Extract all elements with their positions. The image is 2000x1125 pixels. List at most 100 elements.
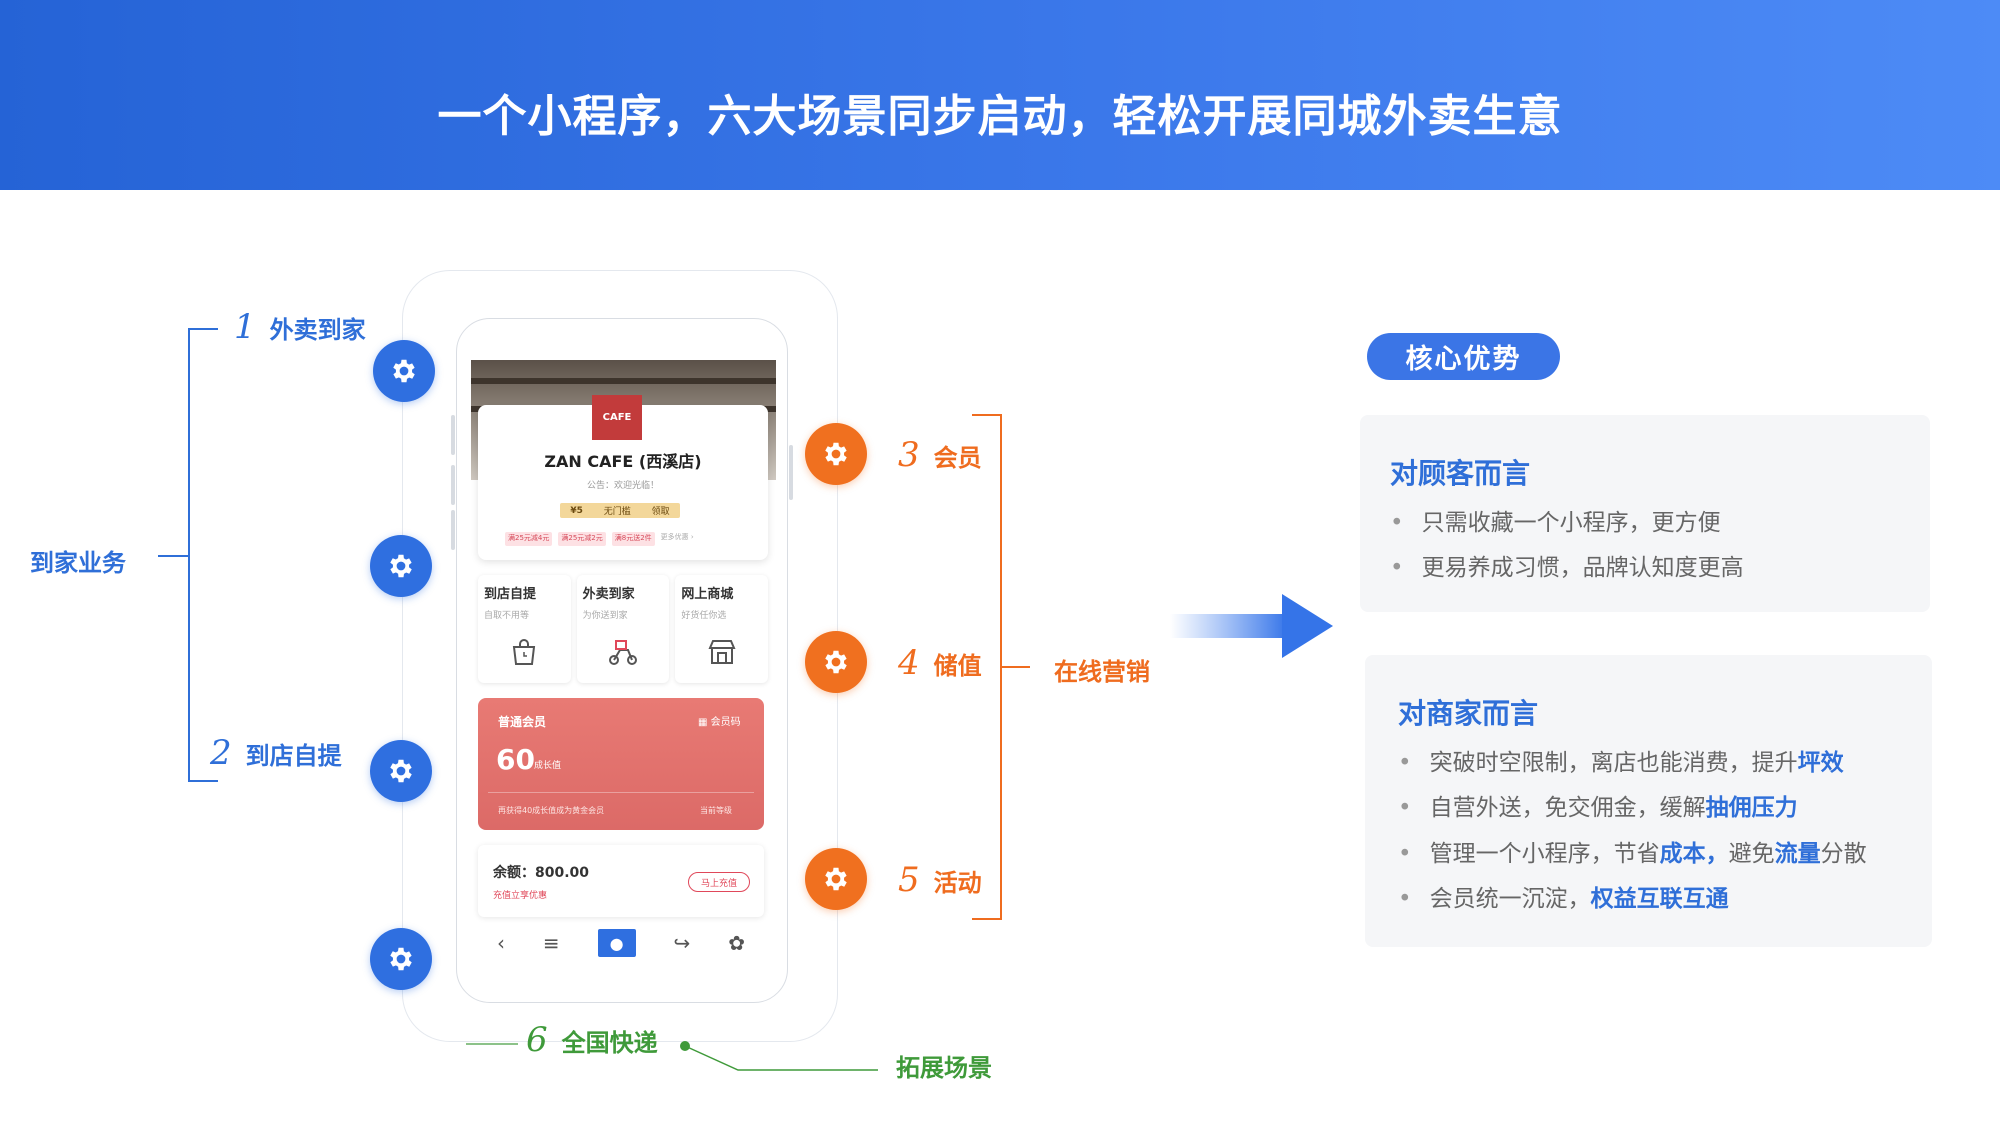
scenario-3-label: 会员 xyxy=(933,444,982,472)
service-subtitle: 好货任你选 xyxy=(681,611,727,621)
browser-bottom-bar: ‹ ≡ ● ↪ ✿ xyxy=(478,928,764,958)
merchant-benefit: •自营外送，免交佣金，缓解抽佣压力 xyxy=(1398,795,1798,821)
customer-title: 对顾客而言 xyxy=(1390,457,1531,490)
benefit-text: 更易养成习惯，品牌认知度更高 xyxy=(1421,555,1744,581)
green-connector xyxy=(680,1041,878,1071)
benefit-text: 会员统一沉淀， xyxy=(1429,886,1591,912)
member-divider xyxy=(488,792,754,793)
menu-icon[interactable]: ≡ xyxy=(542,931,560,955)
phone-side-button xyxy=(451,415,455,455)
core-advantages-badge: 核心优势 xyxy=(1367,333,1560,380)
group-label-home: 到家业务 xyxy=(30,549,126,577)
store-notice: 公告：欢迎光临！ xyxy=(586,481,659,491)
member-upgrade-hint: 再获得40成长值成为黄金会员 xyxy=(498,806,605,815)
merchant-benefit: •突破时空限制，离店也能消费，提升坪效 xyxy=(1398,750,1844,776)
member-card[interactable] xyxy=(478,698,764,830)
page-title: 一个小程序，六大场景同步启动，轻松开展同城外卖生意 xyxy=(437,91,1563,142)
service-delivery[interactable]: 外卖到家 为你送到家 xyxy=(576,575,670,683)
coupon-strip[interactable]: ¥5 无门槛 领取 xyxy=(560,503,680,518)
benefit-text: 管理一个小程序，节省 xyxy=(1429,841,1660,867)
balance-amount: 余额：800.00 xyxy=(493,865,590,881)
scenario-4: 4 储值 xyxy=(898,643,982,683)
scenario-3: 3 会员 xyxy=(898,435,982,475)
scenario-6: 6 全国快递 xyxy=(526,1020,658,1060)
service-pickup[interactable]: 到店自提 自取不用等 xyxy=(478,575,571,683)
customer-benefit: •只需收藏一个小程序，更方便 xyxy=(1390,510,1721,536)
benefit-highlight: 权益互联互通 xyxy=(1590,886,1729,912)
scenario-2-label: 到店自提 xyxy=(245,742,342,770)
service-mall[interactable]: 网上商城 好货任你选 xyxy=(675,575,769,683)
microphone-icon[interactable]: ● xyxy=(597,929,636,957)
promo-tags: 满25元减4元 满25元减2元 满8元送2件 更多优惠 › xyxy=(505,532,745,546)
scenario-6-number: 6 xyxy=(526,1020,548,1060)
member-current-level: 当前等级 xyxy=(700,806,732,815)
merchant-benefit: •会员统一沉淀，权益互联互通 xyxy=(1398,886,1729,912)
coupon-condition: 无门槛 xyxy=(603,507,631,517)
right-bracket-top xyxy=(972,414,1002,416)
gear-icon xyxy=(370,535,432,597)
merchant-panel xyxy=(1365,655,1932,947)
arrow-right-icon xyxy=(1170,594,1333,658)
recharge-button[interactable]: 马上充值 xyxy=(688,872,750,892)
cafe-logo: CAFE xyxy=(592,395,642,440)
scenario-4-number: 4 xyxy=(898,643,920,683)
member-code-link[interactable]: ▦ 会员码 xyxy=(698,713,741,728)
storefront-icon xyxy=(707,638,737,673)
paw-icon[interactable]: ✿ xyxy=(728,931,746,955)
member-code-label: 会员码 xyxy=(710,717,741,728)
gear-icon xyxy=(805,423,867,485)
benefit-text: 突破时空限制，离店也能消费，提升 xyxy=(1429,750,1798,776)
coupon-amount: ¥5 xyxy=(570,505,583,516)
benefit-highlight: 流量 xyxy=(1774,841,1821,867)
scenario-6-label: 全国快递 xyxy=(561,1029,658,1057)
left-bracket-stub xyxy=(158,555,188,557)
phone-side-button xyxy=(451,465,455,505)
qr-code-icon: ▦ xyxy=(698,717,711,728)
benefit-highlight: 成本， xyxy=(1659,841,1729,867)
scenario-3-number: 3 xyxy=(898,435,920,475)
service-title: 网上商城 xyxy=(681,587,734,602)
promo-tag: 满25元减4元 xyxy=(505,532,553,546)
customer-panel xyxy=(1360,415,1930,612)
gear-icon xyxy=(373,340,435,402)
more-promos-link[interactable]: 更多优惠 › xyxy=(660,533,694,541)
growth-unit: 成长值 xyxy=(534,761,562,771)
group-label-expansion: 拓展场景 xyxy=(896,1054,992,1082)
green-connector-left xyxy=(466,1043,518,1045)
phone-power-button xyxy=(789,445,793,500)
service-title: 到店自提 xyxy=(484,587,537,602)
merchant-benefit: •管理一个小程序，节省成本，避免流量分散 xyxy=(1398,841,1867,867)
share-icon[interactable]: ↪ xyxy=(673,931,691,955)
benefit-text: 避免 xyxy=(1728,841,1775,867)
left-bracket-bottom xyxy=(188,780,218,782)
header-banner xyxy=(0,0,2000,190)
right-bracket xyxy=(1000,414,1002,920)
customer-benefit: •更易养成习惯，品牌认知度更高 xyxy=(1390,555,1744,581)
scenario-2: 2 到店自提 xyxy=(210,733,342,773)
scenario-4-label: 储值 xyxy=(933,652,982,680)
recharge-hint: 充值立享优惠 xyxy=(493,891,548,901)
benefit-highlight: 抽佣压力 xyxy=(1705,795,1798,821)
merchant-title: 对商家而言 xyxy=(1398,697,1539,730)
coupon-claim[interactable]: 领取 xyxy=(651,507,670,517)
group-label-marketing: 在线营销 xyxy=(1054,658,1150,686)
scenario-5-number: 5 xyxy=(898,860,920,900)
phone-side-button xyxy=(451,510,455,550)
benefit-text: 自营外送，免交佣金，缓解 xyxy=(1429,795,1706,821)
gear-icon xyxy=(370,740,432,802)
left-bracket xyxy=(188,328,190,781)
back-icon[interactable]: ‹ xyxy=(496,931,505,955)
benefit-highlight: 坪效 xyxy=(1797,750,1844,776)
left-bracket-top xyxy=(188,328,218,330)
growth-points: 60 xyxy=(496,743,535,776)
service-subtitle: 为你送到家 xyxy=(582,611,628,621)
scenario-2-number: 2 xyxy=(210,733,232,773)
benefit-text: 只需收藏一个小程序，更方便 xyxy=(1421,510,1721,536)
gear-icon xyxy=(805,848,867,910)
service-subtitle: 自取不用等 xyxy=(484,611,530,621)
store-name: ZAN CAFE (西溪店) xyxy=(544,452,702,471)
promo-tag: 满25元减2元 xyxy=(558,532,606,546)
scenario-1-label: 外卖到家 xyxy=(269,316,366,344)
